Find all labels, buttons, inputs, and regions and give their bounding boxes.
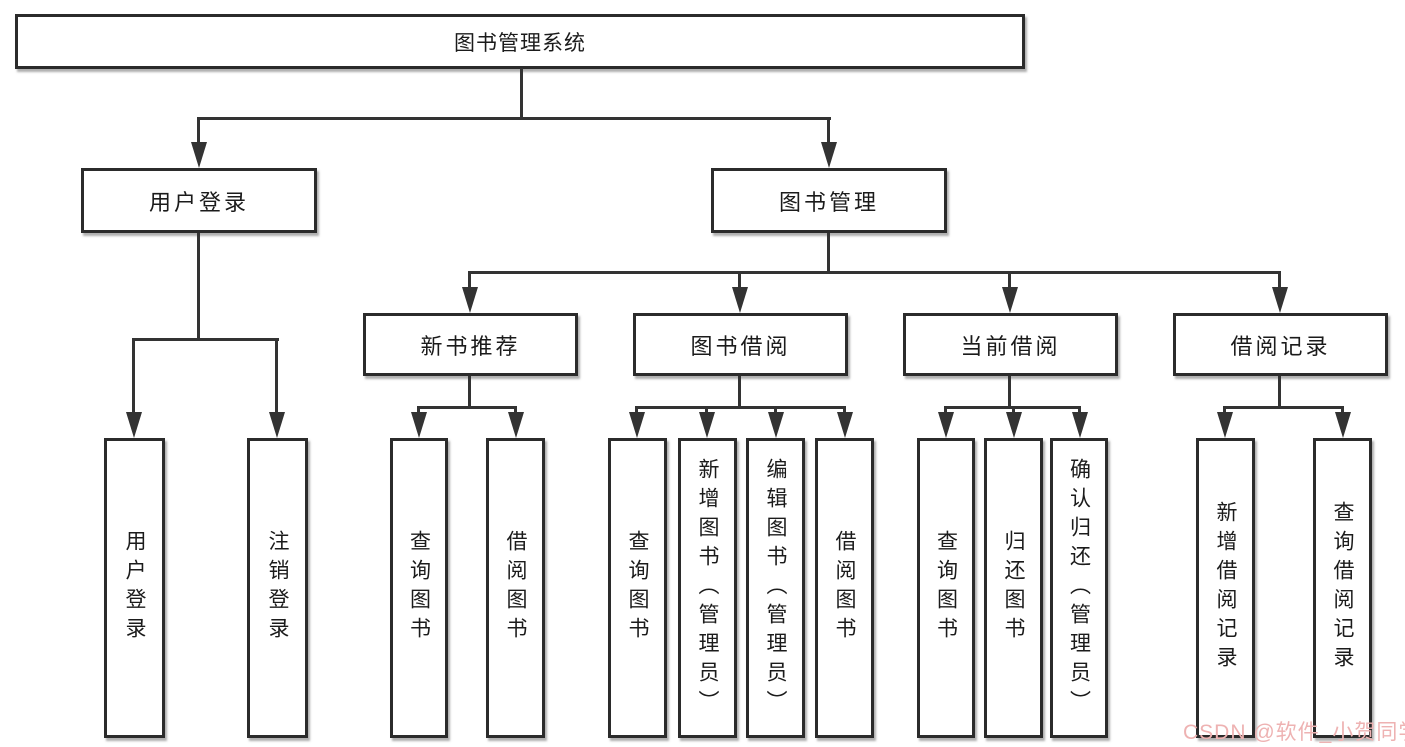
arrowhead-down-icon [269,412,285,438]
connector-line [1223,406,1344,409]
node-library-management-system: 图书管理系统 [15,14,1025,69]
connector-line [417,406,517,409]
connector-line [944,406,947,416]
connector-line [197,117,831,120]
leaf-current-confirm-return-admin: 确认归还（管理员） [1050,438,1108,738]
connector-line [635,406,846,409]
leaf-current-return-books: 归还图书 [984,438,1043,738]
arrowhead-down-icon [411,412,427,438]
leaf-borrow-query-books: 查询图书 [608,438,667,738]
node-borrow-record: 借阅记录 [1173,313,1388,376]
connector-line [132,338,135,416]
arrowhead-down-icon [1272,287,1288,313]
connector-line [827,117,830,147]
connector-line [1008,376,1011,408]
connector-line [1078,406,1081,416]
arrowhead-down-icon [508,412,524,438]
connector-line [705,406,708,416]
arrowhead-down-icon [938,412,954,438]
leaf-user-login: 用户登录 [104,438,165,738]
arrowhead-down-icon [699,412,715,438]
connector-line [468,376,471,408]
arrowhead-down-icon [837,412,853,438]
arrowhead-down-icon [1006,412,1022,438]
connector-line [197,233,200,339]
csdn-watermark: CSDN @软件_小贺同学 [1183,721,1405,744]
arrowhead-down-icon [821,142,837,168]
connector-line [468,271,1281,274]
leaf-record-query-borrow-record: 查询借阅记录 [1313,438,1372,738]
leaf-recommend-query-books: 查询图书 [390,438,448,738]
connector-line [1012,406,1015,416]
leaf-borrow-edit-books-admin: 编辑图书（管理员） [746,438,805,738]
connector-line [1341,406,1344,416]
node-new-book-recommend: 新书推荐 [363,313,578,376]
arrowhead-down-icon [732,287,748,313]
node-book-management: 图书管理 [711,168,947,233]
node-current-borrow: 当前借阅 [903,313,1118,376]
arrowhead-down-icon [191,142,207,168]
connector-line [774,406,777,416]
connector-line [738,376,741,408]
leaf-borrow-add-books-admin: 新增图书（管理员） [678,438,737,738]
connector-line [197,117,200,147]
connector-line [468,271,471,291]
arrowhead-down-icon [1217,412,1233,438]
connector-line [1008,271,1011,291]
arrowhead-down-icon [462,287,478,313]
connector-line [1278,271,1281,291]
connector-line [827,233,830,274]
leaf-logout: 注销登录 [247,438,308,738]
connector-line [843,406,846,416]
leaf-current-query-books: 查询图书 [917,438,975,738]
connector-line [132,338,279,341]
node-user-login: 用户登录 [81,168,317,233]
arrowhead-down-icon [1335,412,1351,438]
leaf-record-add-borrow-record: 新增借阅记录 [1196,438,1255,738]
arrowhead-down-icon [768,412,784,438]
node-book-borrow: 图书借阅 [633,313,848,376]
connector-line [738,271,741,291]
leaf-borrow-borrow-books: 借阅图书 [815,438,874,738]
arrowhead-down-icon [629,412,645,438]
arrowhead-down-icon [1002,287,1018,313]
connector-line [275,338,278,416]
connector-line [520,68,523,120]
connector-line [514,406,517,416]
arrowhead-down-icon [1072,412,1088,438]
connector-line [635,406,638,416]
connector-line [417,406,420,416]
connector-line [1223,406,1226,416]
leaf-recommend-borrow-books: 借阅图书 [486,438,545,738]
connector-line [1278,376,1281,408]
arrowhead-down-icon [126,412,142,438]
